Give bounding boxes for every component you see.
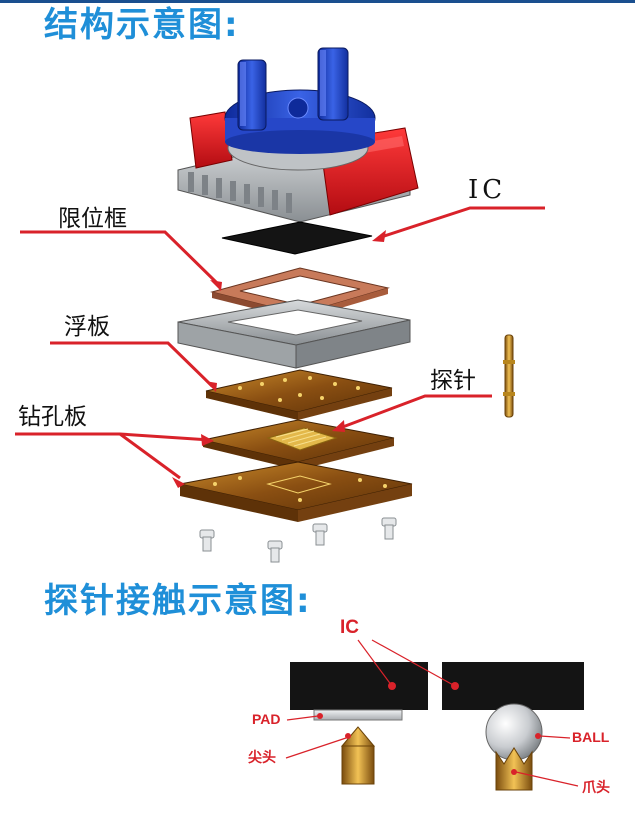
- screw: [199, 529, 215, 552]
- arrow-ic: [377, 206, 545, 240]
- label-probe: 探针: [430, 368, 476, 394]
- contact-label-pad: PAD: [252, 711, 281, 727]
- limit-frame: [210, 267, 390, 320]
- label-limit-frame: 限位框: [58, 206, 127, 232]
- leader-arrows: [15, 206, 545, 480]
- ic-chip: [221, 221, 373, 255]
- drilled-plate: [179, 461, 413, 522]
- probe-plate-middle: [202, 419, 395, 470]
- arrow-drilled-plate-a: [15, 432, 211, 442]
- contact-dots: [317, 682, 541, 775]
- ic-block-right: [442, 662, 584, 710]
- screw: [267, 540, 283, 563]
- contact-label-ball: BALL: [572, 729, 610, 745]
- actuator-assembly: [177, 47, 419, 223]
- arrow-heads: [172, 230, 386, 488]
- probe-pin: [503, 334, 515, 418]
- floating-plate: [177, 299, 411, 369]
- structure-heading: 结构示意图:: [44, 5, 240, 45]
- label-drilled-plate: 钻孔板: [18, 404, 87, 430]
- top-border: [0, 0, 635, 3]
- arrow-limit-frame: [20, 230, 220, 286]
- contact-leaders: [285, 639, 579, 787]
- screw: [381, 517, 397, 540]
- screws: [199, 517, 397, 563]
- contact-heading: 探针接触示意图:: [44, 581, 312, 621]
- screw: [312, 523, 328, 546]
- contact-diagram-left: [290, 662, 428, 785]
- label-ic: IC: [468, 175, 507, 205]
- probe-plate-upper: [205, 369, 393, 420]
- ic-block-left: [290, 662, 428, 710]
- arrow-probe: [339, 394, 492, 430]
- contact-label-ic: IC: [340, 617, 359, 638]
- arrow-floating-plate: [50, 341, 214, 388]
- label-floating-plate: 浮板: [64, 314, 110, 340]
- contact-label-tip: 尖头: [248, 749, 276, 765]
- contact-label-claw: 爪头: [582, 779, 610, 795]
- arrow-drilled-plate-b: [119, 432, 181, 480]
- contact-diagram-right: [442, 662, 584, 791]
- pad: [313, 709, 403, 721]
